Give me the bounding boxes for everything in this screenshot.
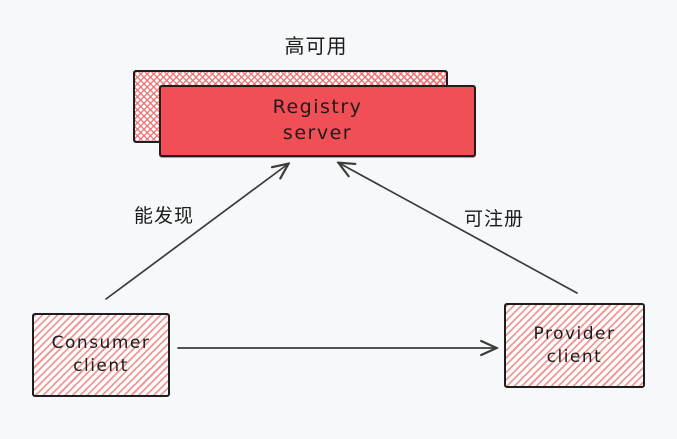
provider-client-box[interactable]: Provider client (504, 303, 645, 388)
registry-label-line1: Registry (272, 96, 363, 119)
provider-label-line2: client (546, 346, 603, 367)
arrow-provider-to-registry (339, 163, 578, 294)
edge-label-can-register: 可注册 (464, 208, 525, 230)
high-availability-title: 高可用 (284, 34, 348, 58)
consumer-label-line2: client (73, 356, 129, 376)
provider-label-line1: Provider (533, 323, 616, 344)
arrow-consumer-to-registry (105, 164, 288, 300)
registry-label-line2: server (282, 122, 353, 144)
consumer-client-box[interactable]: Consumer client (32, 313, 170, 397)
registry-server-box[interactable]: Registry server (159, 85, 476, 157)
consumer-label-line1: Consumer (51, 333, 151, 354)
edge-label-can-discover: 能发现 (134, 205, 195, 227)
